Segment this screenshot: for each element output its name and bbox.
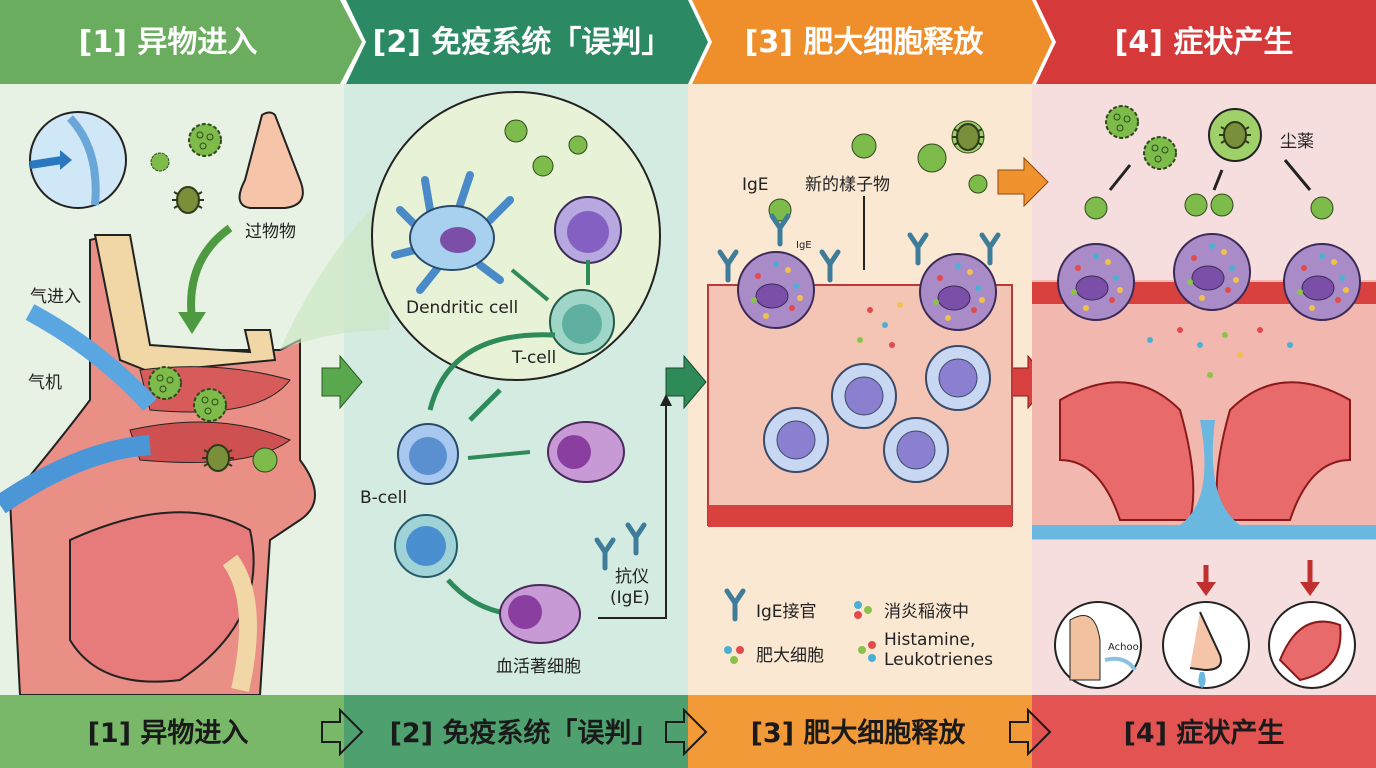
header-step-1 (0, 0, 362, 84)
airflow-arrow (25, 304, 157, 412)
histamine-legend-icon (858, 641, 876, 662)
pollen-in-nose-icon (148, 366, 182, 400)
header-step-4 (1036, 0, 1376, 84)
plasma-cell (499, 584, 581, 644)
footer-step-3-title: [3] 肥大细胞释放 (751, 717, 967, 749)
allergen-particle (504, 119, 528, 143)
t-cell (549, 289, 615, 355)
footer-step-1-title: [1] 异物进入 (88, 718, 249, 749)
allergen-particle (532, 155, 554, 177)
header-step-3 (692, 0, 1052, 84)
mast-cell (737, 251, 815, 329)
mast-cell-tissue (925, 345, 991, 411)
mast-cell-legend-icon (724, 646, 744, 664)
mast-cell-tissue (763, 407, 829, 473)
legend-ige-receptor: IgE接官 (756, 602, 817, 622)
airway-label: 气机 (28, 373, 62, 393)
mediator-legend-icon (854, 601, 872, 619)
allergen-particle (252, 447, 278, 473)
dendritic-cell-label: Dendritic cell (406, 298, 518, 318)
plasma-cell-label: 血活著细胞 (496, 657, 581, 677)
allergen-label-3: 新的樣子物 (805, 175, 890, 195)
b-cell-label: B-cell (360, 488, 407, 508)
helper-cell (554, 196, 622, 264)
ige-small-label: IgE (796, 240, 812, 251)
legend-mediator: 消炎稲液中 (884, 602, 969, 622)
degranulating-mast-cell (1057, 243, 1135, 321)
nose-icon (238, 111, 304, 209)
flow-arrow (427, 332, 556, 411)
header-step-3-title: [3] 肥大细胞释放 (745, 25, 985, 60)
footer-step-3 (688, 695, 1032, 768)
mast-cell-tissue (831, 363, 897, 429)
degranulating-mast-cell (1173, 233, 1251, 311)
blood-vessel (708, 505, 1012, 527)
pollen-icon (1143, 136, 1177, 170)
connector-line (598, 402, 667, 619)
sneeze-icon (1054, 601, 1142, 689)
zoom-callout (280, 200, 390, 350)
header-step-1-title: [1] 异物进入 (79, 25, 258, 60)
mucus (1180, 420, 1240, 525)
footer-step-2-title: [2] 免疫系统「误判」 (390, 717, 659, 749)
b-cell-2 (394, 514, 458, 578)
t-cell-label: T-cell (511, 348, 556, 368)
congested-nose-icon (1268, 601, 1356, 689)
allergen-label: 过物物 (245, 222, 296, 242)
header-step-2 (346, 0, 708, 84)
pollen-icon (188, 123, 222, 157)
step-arrow-3b (997, 156, 1049, 208)
allergen-particle (568, 135, 588, 155)
footer-step-4 (1032, 695, 1376, 768)
header-step-2-title: [2] 免疫系统「误判」 (373, 25, 672, 60)
legend-leukotrienes: Leukotrienes (884, 650, 993, 670)
degranulating-mast-cell (1283, 243, 1361, 321)
sneeze-label: Achoo! (1108, 642, 1143, 653)
antibody-label: 抗仪 (615, 567, 649, 587)
step-arrow-1 (321, 354, 363, 410)
legend-histamine: Histamine, (884, 630, 975, 650)
footer-step-1 (0, 695, 344, 768)
legend-mast-cell: 肥大细胞 (756, 646, 824, 666)
mucus-layer (1032, 525, 1376, 539)
runny-nose-icon (1162, 601, 1250, 689)
dendritic-cell (391, 171, 514, 294)
footer-arrows (321, 707, 1052, 757)
swollen-turbinates (1059, 381, 1351, 521)
small-pollen-icon (150, 152, 170, 172)
air-in-label: 气进入 (30, 287, 81, 307)
footer-step-2 (344, 695, 688, 768)
airflow-inset (29, 111, 127, 209)
antibody-sub-label: (IgE) (610, 588, 650, 608)
mediator-dots (857, 302, 903, 348)
header-step-4-title: [4] 症状产生 (1115, 25, 1294, 60)
footer-step-4-title: [4] 症状产生 (1124, 718, 1285, 749)
mast-cell-tissue (883, 417, 949, 483)
plasma-cell-top (547, 421, 625, 483)
pollen-in-nose-icon (193, 388, 227, 422)
pollen-icon (1105, 105, 1139, 139)
down-arrow (187, 224, 233, 321)
airflow-arrow (0, 435, 151, 514)
released-mediators (1147, 327, 1293, 378)
b-cell (397, 423, 459, 485)
mast-cell (919, 253, 997, 331)
dust-label: 尘薬 (1280, 132, 1314, 152)
step-arrow-2 (665, 354, 707, 410)
ige-label: IgE (742, 175, 769, 195)
